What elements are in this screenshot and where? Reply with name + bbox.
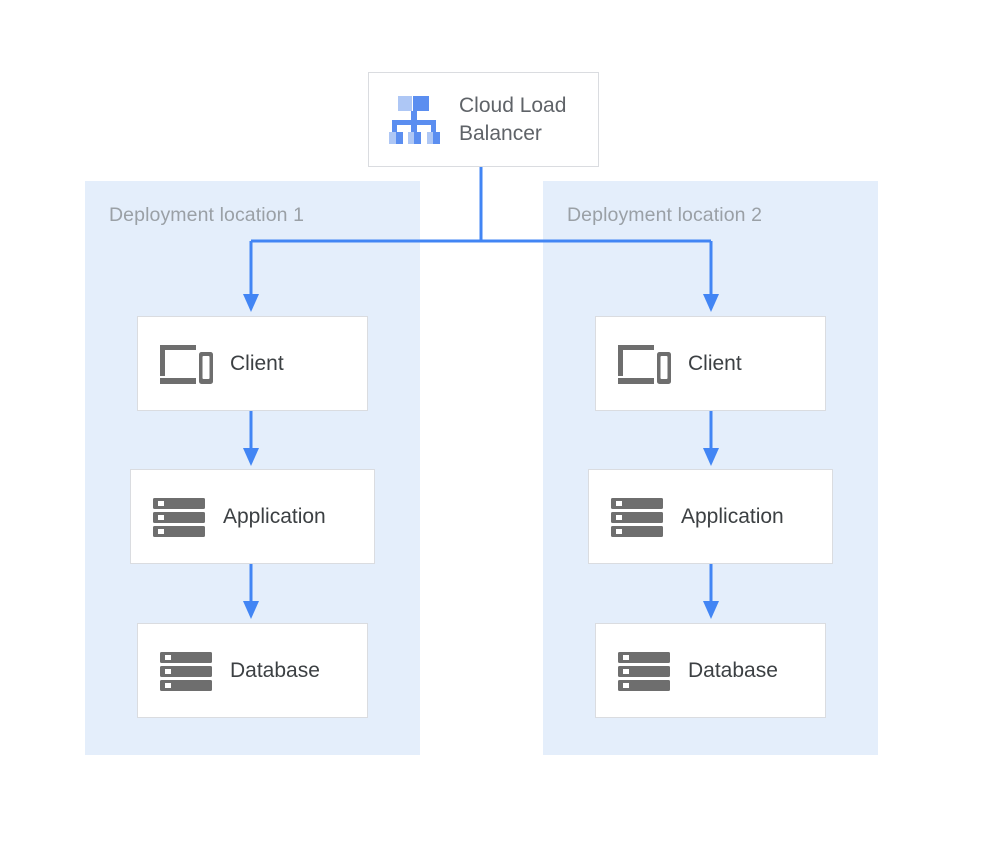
- deployment-zone-2-label: Deployment location 2: [567, 204, 763, 226]
- server-icon: [616, 647, 672, 695]
- node-application-2-label: Application: [681, 504, 784, 528]
- server-icon: [151, 493, 207, 541]
- deployment-zone-1-label: Deployment location 1: [109, 204, 305, 226]
- node-client-2-label: Client: [688, 351, 742, 375]
- node-application-2[interactable]: Application: [588, 469, 833, 564]
- lb-label-line-1: Cloud Load: [459, 93, 567, 117]
- node-client-2[interactable]: Client: [595, 316, 826, 411]
- node-client-1-label: Client: [230, 351, 284, 375]
- hierarchy-icon: [387, 94, 445, 146]
- node-database-2-label: Database: [688, 658, 778, 682]
- node-application-1-label: Application: [223, 504, 326, 528]
- node-application-1[interactable]: Application: [130, 469, 375, 564]
- devices-icon: [616, 340, 672, 388]
- lb-label-line-2: Balancer: [459, 121, 542, 145]
- node-database-1[interactable]: Database: [137, 623, 368, 718]
- node-database-2[interactable]: Database: [595, 623, 826, 718]
- devices-icon: [158, 340, 214, 388]
- server-icon: [158, 647, 214, 695]
- server-icon: [609, 493, 665, 541]
- node-database-1-label: Database: [230, 658, 320, 682]
- node-client-1[interactable]: Client: [137, 316, 368, 411]
